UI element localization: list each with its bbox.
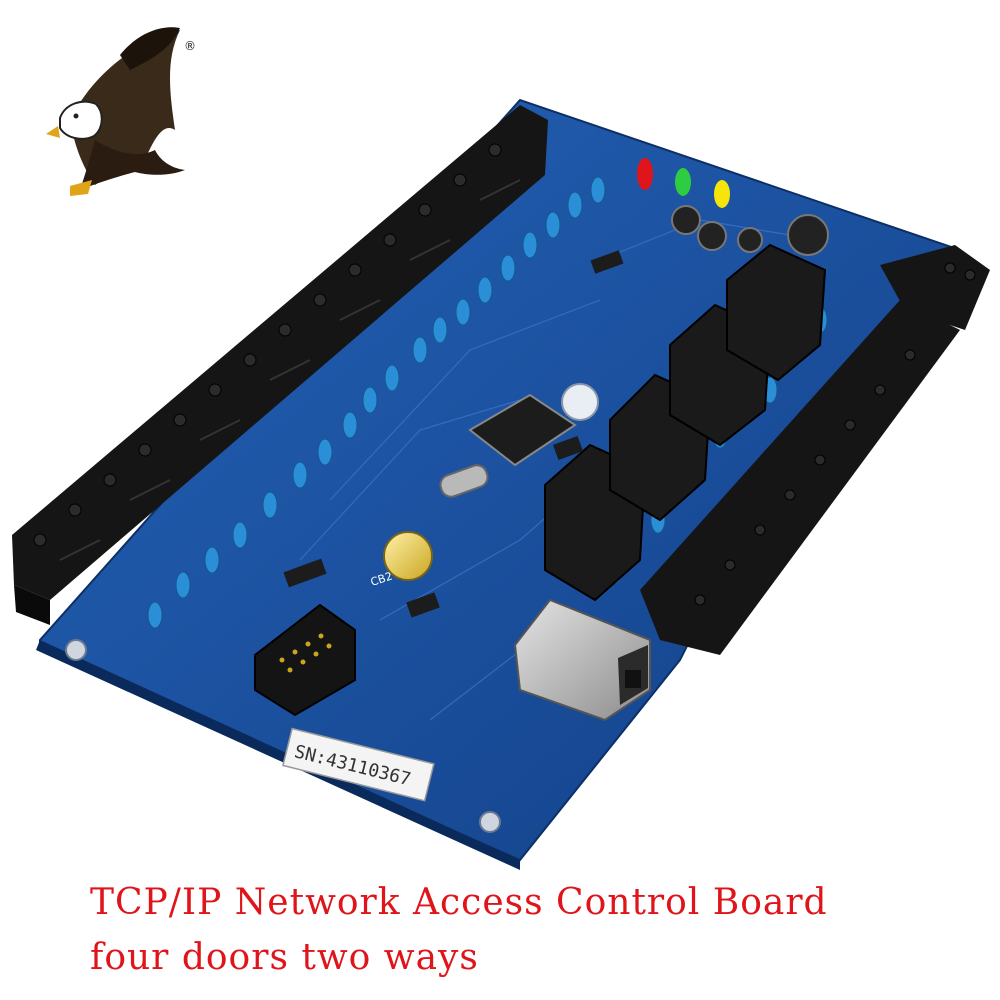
mcu-chip — [468, 393, 577, 467]
eagle-logo-icon — [46, 27, 185, 196]
status-leds — [637, 158, 730, 208]
small-ics — [283, 250, 624, 618]
rj45-ethernet-port[interactable] — [513, 598, 651, 722]
left-terminal-blocks — [12, 105, 548, 625]
relays — [544, 243, 827, 602]
serial-number-sticker: SN:43110367 — [282, 727, 435, 802]
crystal-oscillator — [439, 464, 489, 498]
pin-header — [254, 603, 356, 717]
caption-title: TCP/IP Network Access Control Board — [90, 882, 828, 923]
caption-subtitle: four doors two ways — [90, 937, 479, 978]
registered-mark: ® — [184, 39, 196, 53]
right-terminal-blocks — [640, 245, 990, 655]
capacitors — [671, 205, 829, 256]
